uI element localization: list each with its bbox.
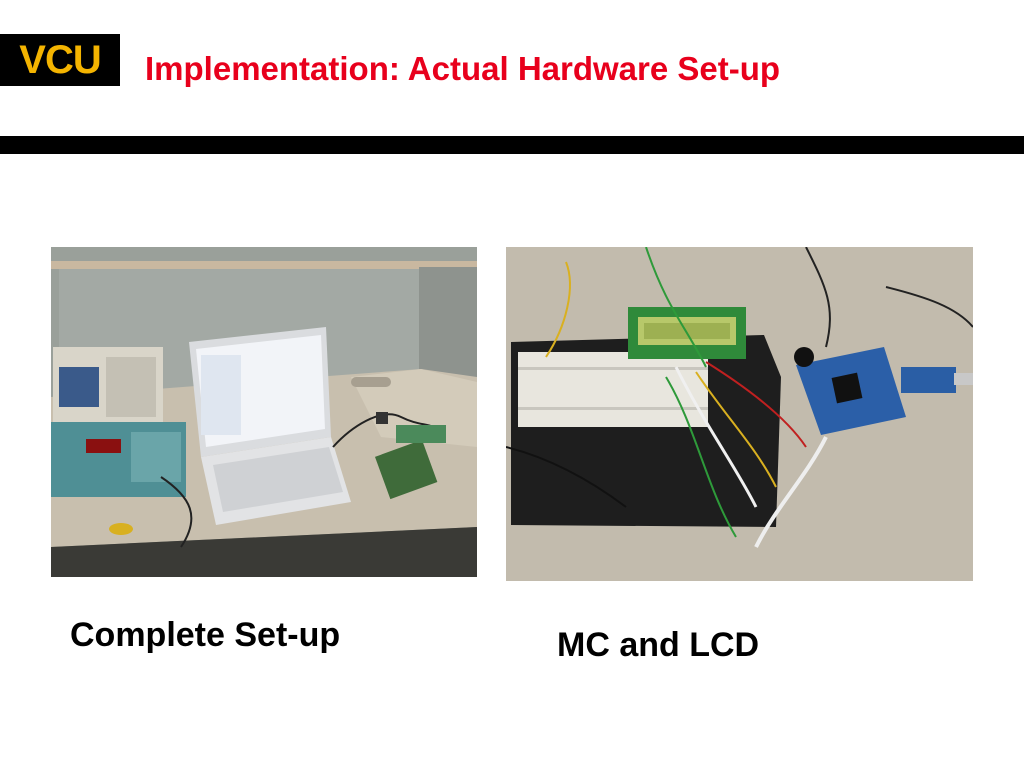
vcu-logo: VCU (0, 34, 120, 86)
title-divider (0, 136, 1024, 154)
photo-mc-and-lcd (506, 247, 973, 581)
slide-title: Implementation: Actual Hardware Set-up (145, 50, 781, 87)
vcu-logo-text: VCU (19, 37, 101, 82)
photo-complete-setup (51, 247, 477, 577)
caption-mc-and-lcd: MC and LCD (557, 626, 760, 664)
caption-complete-setup: Complete Set-up (70, 616, 341, 654)
